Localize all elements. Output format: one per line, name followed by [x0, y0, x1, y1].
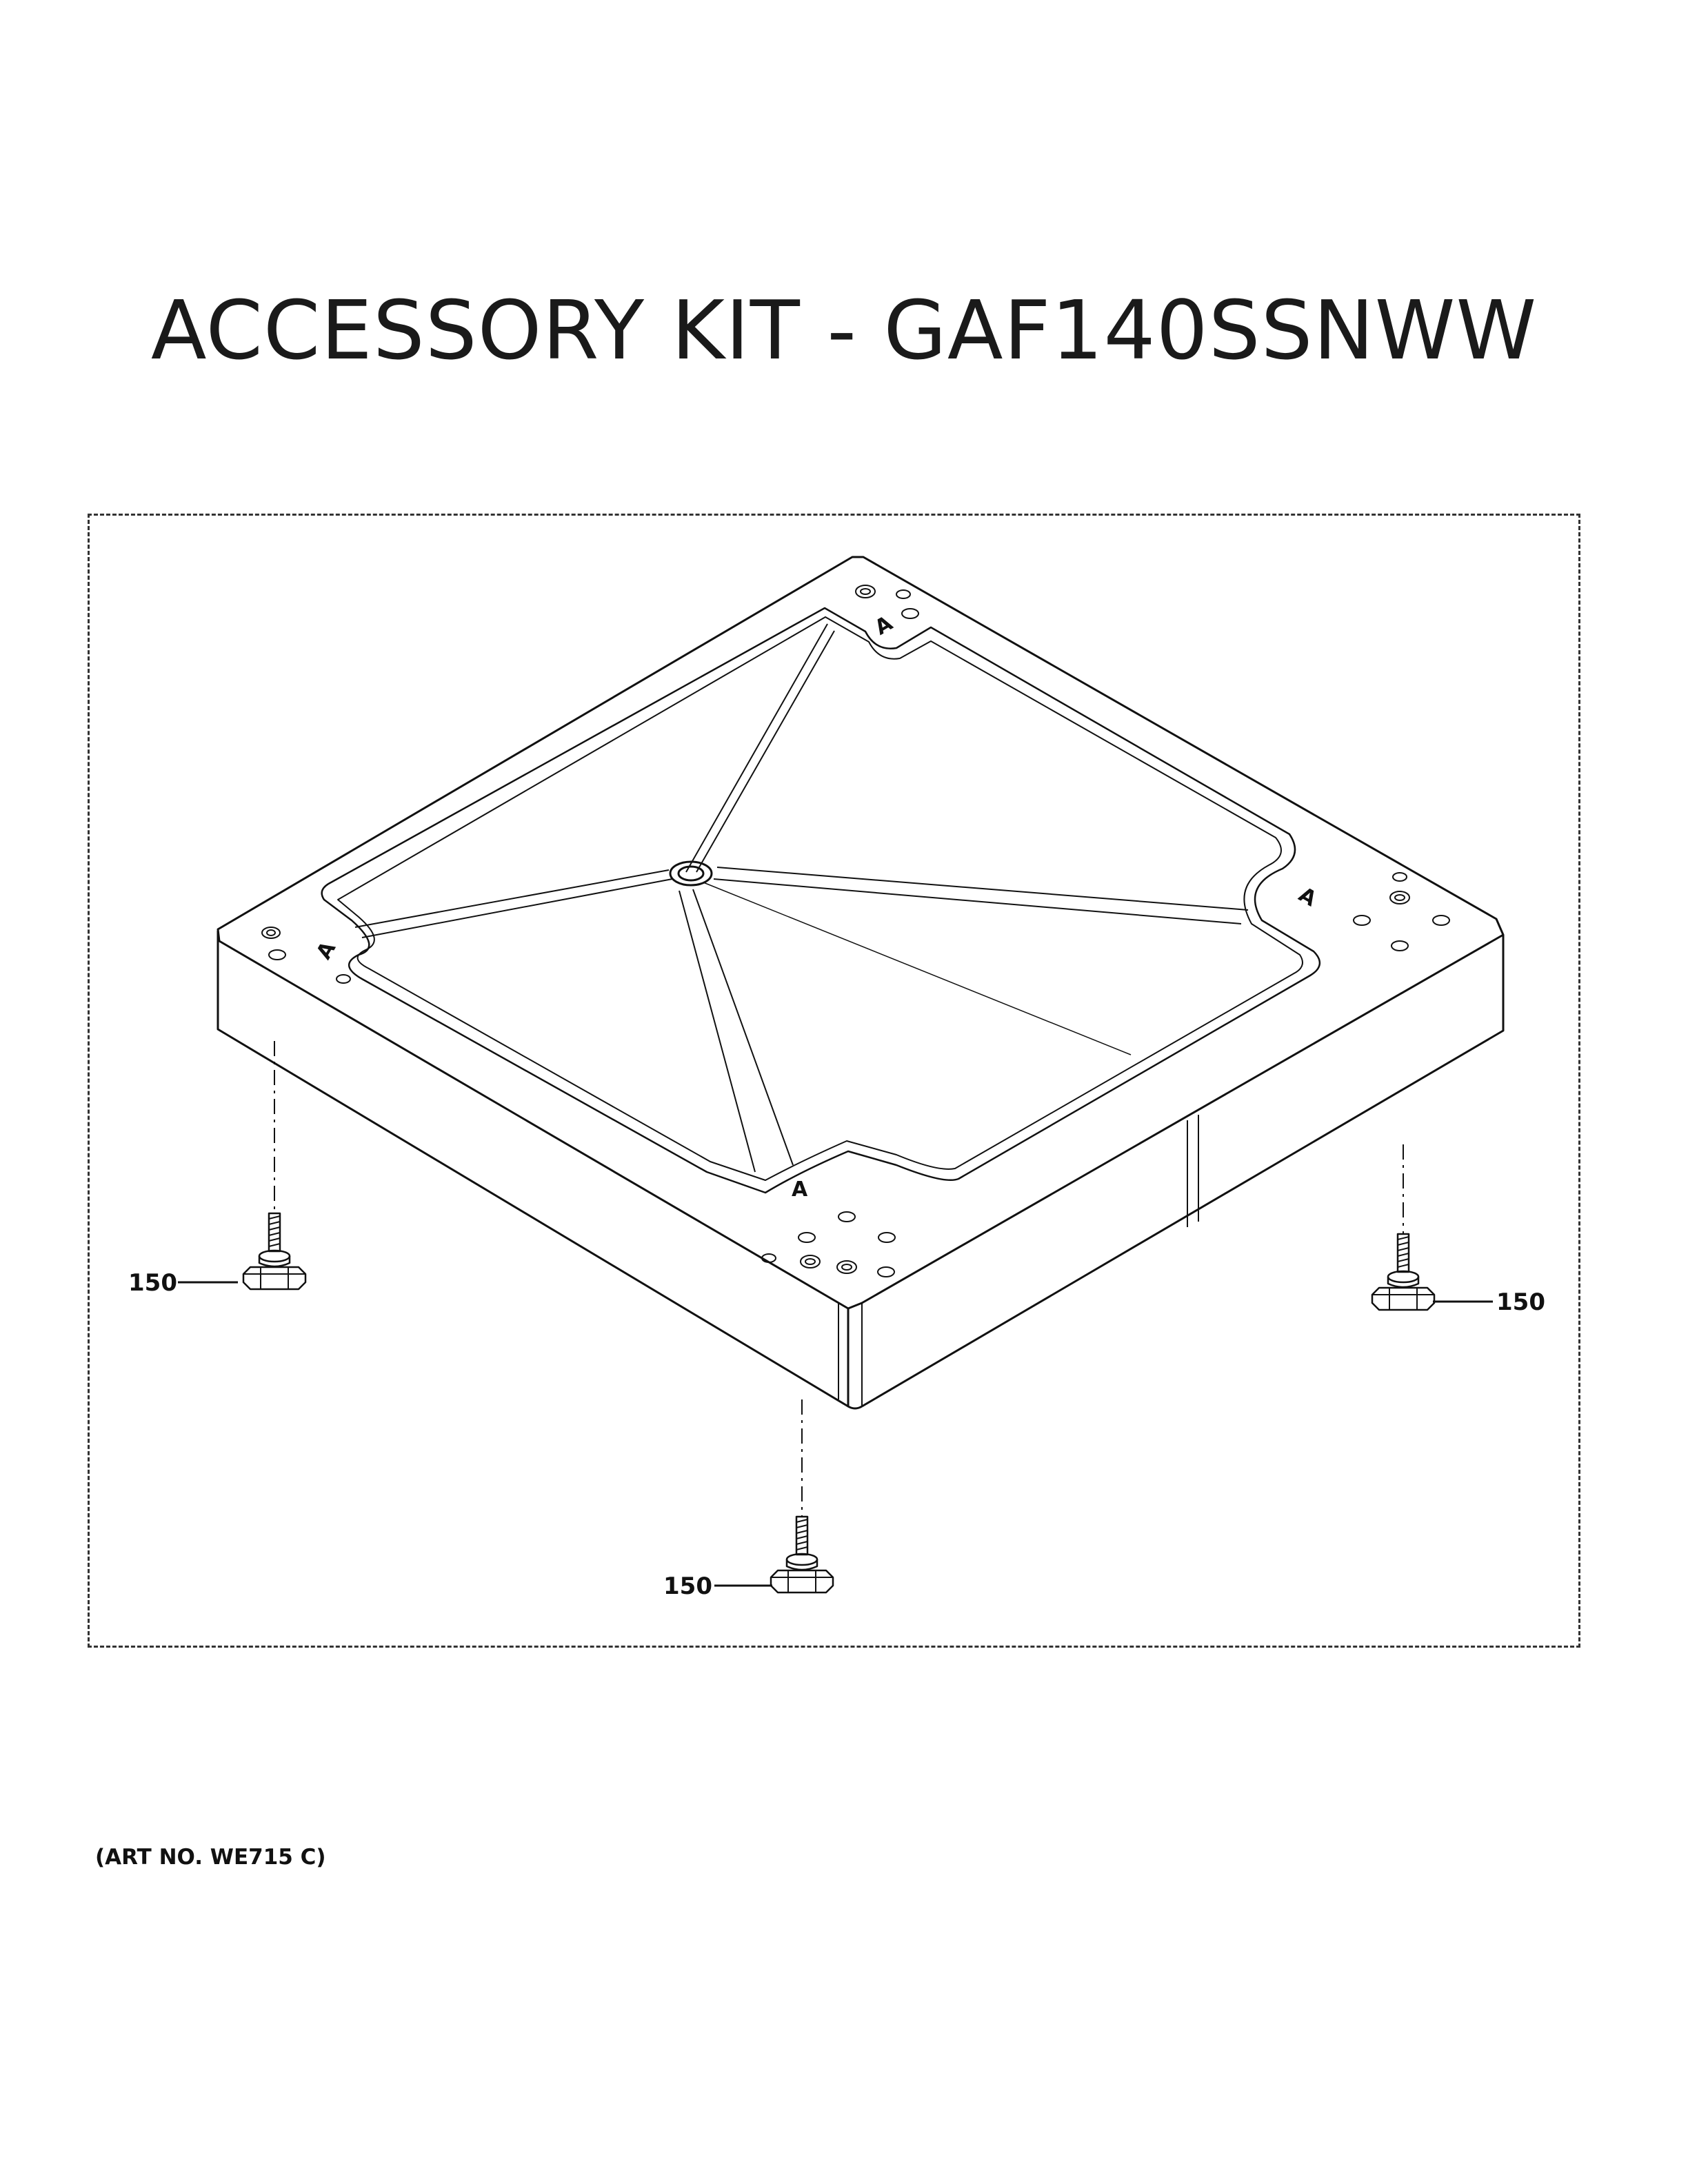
front-corner-holes	[761, 1211, 896, 1277]
corner-mark-front: A	[792, 1177, 808, 1202]
leveling-leg	[1371, 1233, 1436, 1311]
art-number: (ART NO. WE715 C)	[95, 1845, 326, 1870]
pedestal-left-side	[217, 931, 850, 1408]
corner-mark-top: A	[871, 611, 897, 640]
pedestal-right-side	[861, 935, 1505, 1408]
top-corner-holes	[855, 585, 919, 619]
pedestal-base	[217, 556, 1505, 1410]
drain-rib	[685, 623, 828, 873]
drain-rib	[679, 890, 756, 1173]
drain-rib	[354, 869, 670, 928]
left-corner-holes	[261, 927, 351, 984]
page-title: ACCESSORY KIT - GAF140SSNWW	[150, 283, 1538, 378]
leveling-leg	[242, 1212, 307, 1291]
corner-mark-right: A	[1294, 882, 1320, 911]
tray-basin-edge	[337, 616, 1303, 1181]
leveling-leg	[770, 1515, 834, 1594]
callout-label-front: 150	[663, 1573, 712, 1600]
center-drain	[669, 860, 713, 887]
callout-label-right: 150	[1496, 1288, 1545, 1316]
callout-label-left: 150	[128, 1269, 177, 1297]
right-corner-holes	[1353, 872, 1450, 951]
diagram-boundary	[88, 514, 1580, 1648]
corner-mark-left: A	[312, 937, 341, 963]
alignment-lines	[274, 1041, 1404, 1517]
pedestal-top-outline	[217, 556, 1505, 1310]
tray-inner-rim	[321, 607, 1320, 1194]
drain-rib	[716, 867, 1249, 911]
